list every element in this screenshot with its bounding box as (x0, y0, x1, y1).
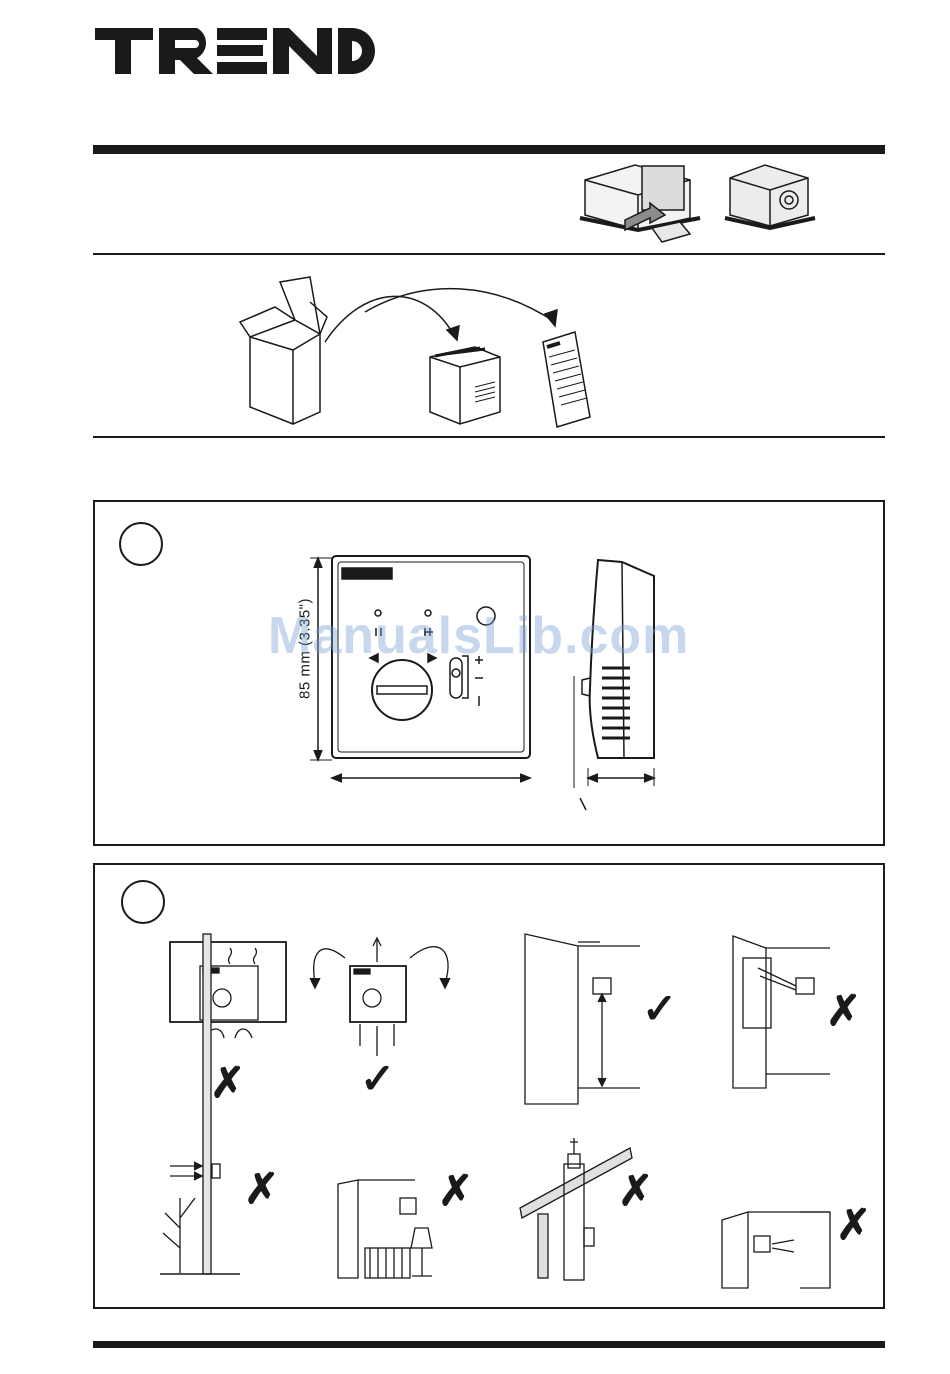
near-window-figure (733, 936, 830, 1088)
closed-box-icon (725, 165, 815, 228)
unpacking-illustration (235, 262, 605, 432)
header-divider-bar (93, 145, 885, 154)
dimension-drawing (290, 548, 670, 838)
recessed-mounting-figure (170, 942, 286, 1038)
incorrect-mark-recessed: ✗ (210, 1062, 245, 1104)
incorrect-mark-radiator: ✗ (438, 1170, 473, 1212)
correct-mark-wall-position: ✓ (642, 988, 677, 1030)
wall-position-figure (525, 934, 640, 1104)
footer-divider-bar (93, 1341, 885, 1348)
manualslib-watermark: ManualsLib.com (268, 606, 689, 666)
mounting-illustrations (160, 928, 880, 1308)
section-divider-1 (93, 253, 885, 255)
near-radiator-figure (338, 1180, 432, 1278)
near-duct-figure (520, 1138, 632, 1280)
surface-mounting-figure (310, 938, 450, 1056)
incorrect-mark-window: ✗ (826, 990, 861, 1032)
near-doorway-figure (722, 1212, 830, 1288)
incorrect-mark-exterior-wall: ✗ (244, 1168, 279, 1210)
incorrect-mark-doorway: ✗ (836, 1204, 871, 1246)
instruction-leaflet-icon (543, 332, 590, 427)
section-divider-2 (93, 436, 885, 438)
logo-graphic (95, 26, 375, 76)
correct-mark-surface: ✓ (360, 1058, 395, 1100)
open-carton-icon (240, 277, 327, 424)
incorrect-mark-duct: ✗ (618, 1170, 653, 1212)
trend-logo (95, 26, 375, 76)
thermostat-device-icon (430, 347, 500, 424)
step-circle-1 (119, 522, 163, 566)
open-box-icon (580, 165, 700, 242)
packaging-icons (580, 160, 890, 245)
step-circle-2 (121, 880, 165, 924)
